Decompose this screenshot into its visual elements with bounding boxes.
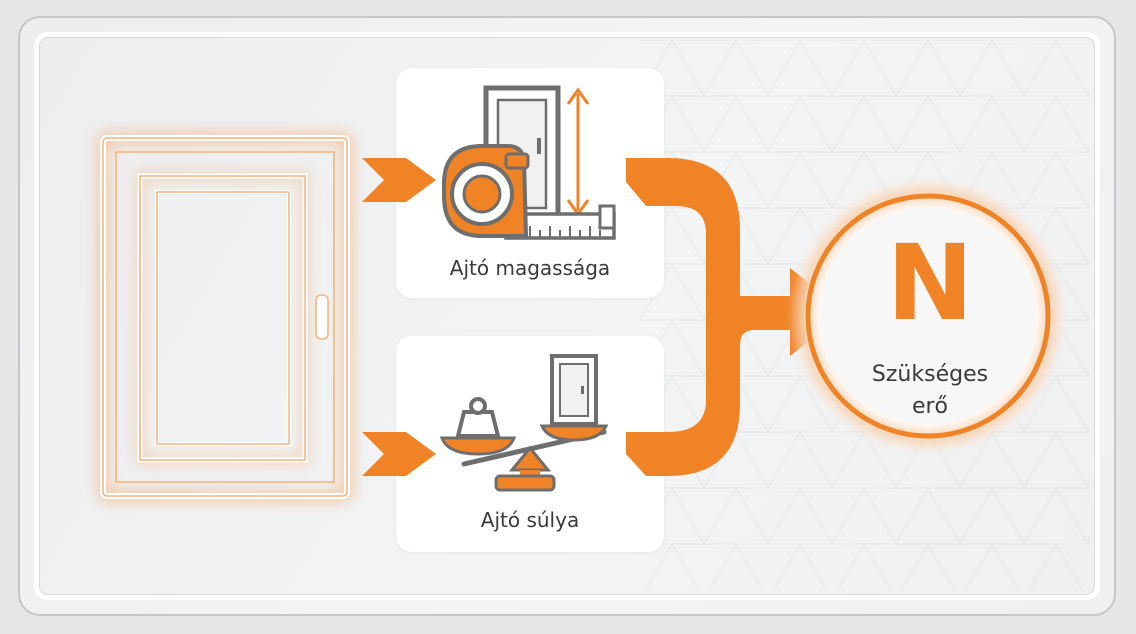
result-label-line1: Szükséges: [871, 362, 989, 387]
height-label: Ajtó magassága: [449, 256, 611, 280]
inner-frame: [34, 32, 1100, 600]
weight-label: Ajtó súlya: [480, 508, 580, 532]
chevron-arrow-bottom-icon: [362, 432, 436, 476]
chevron-arrow-top-icon: [362, 158, 436, 202]
weight-card: Ajtó súlya: [396, 336, 664, 552]
result-circle: [798, 186, 1058, 446]
door-frame-icon: [98, 133, 352, 501]
door-weight-scale-icon: [439, 354, 609, 492]
door-height-measure-icon: [442, 85, 616, 240]
result-label-line2: erő: [911, 394, 949, 419]
newton-symbol: N: [886, 222, 974, 344]
